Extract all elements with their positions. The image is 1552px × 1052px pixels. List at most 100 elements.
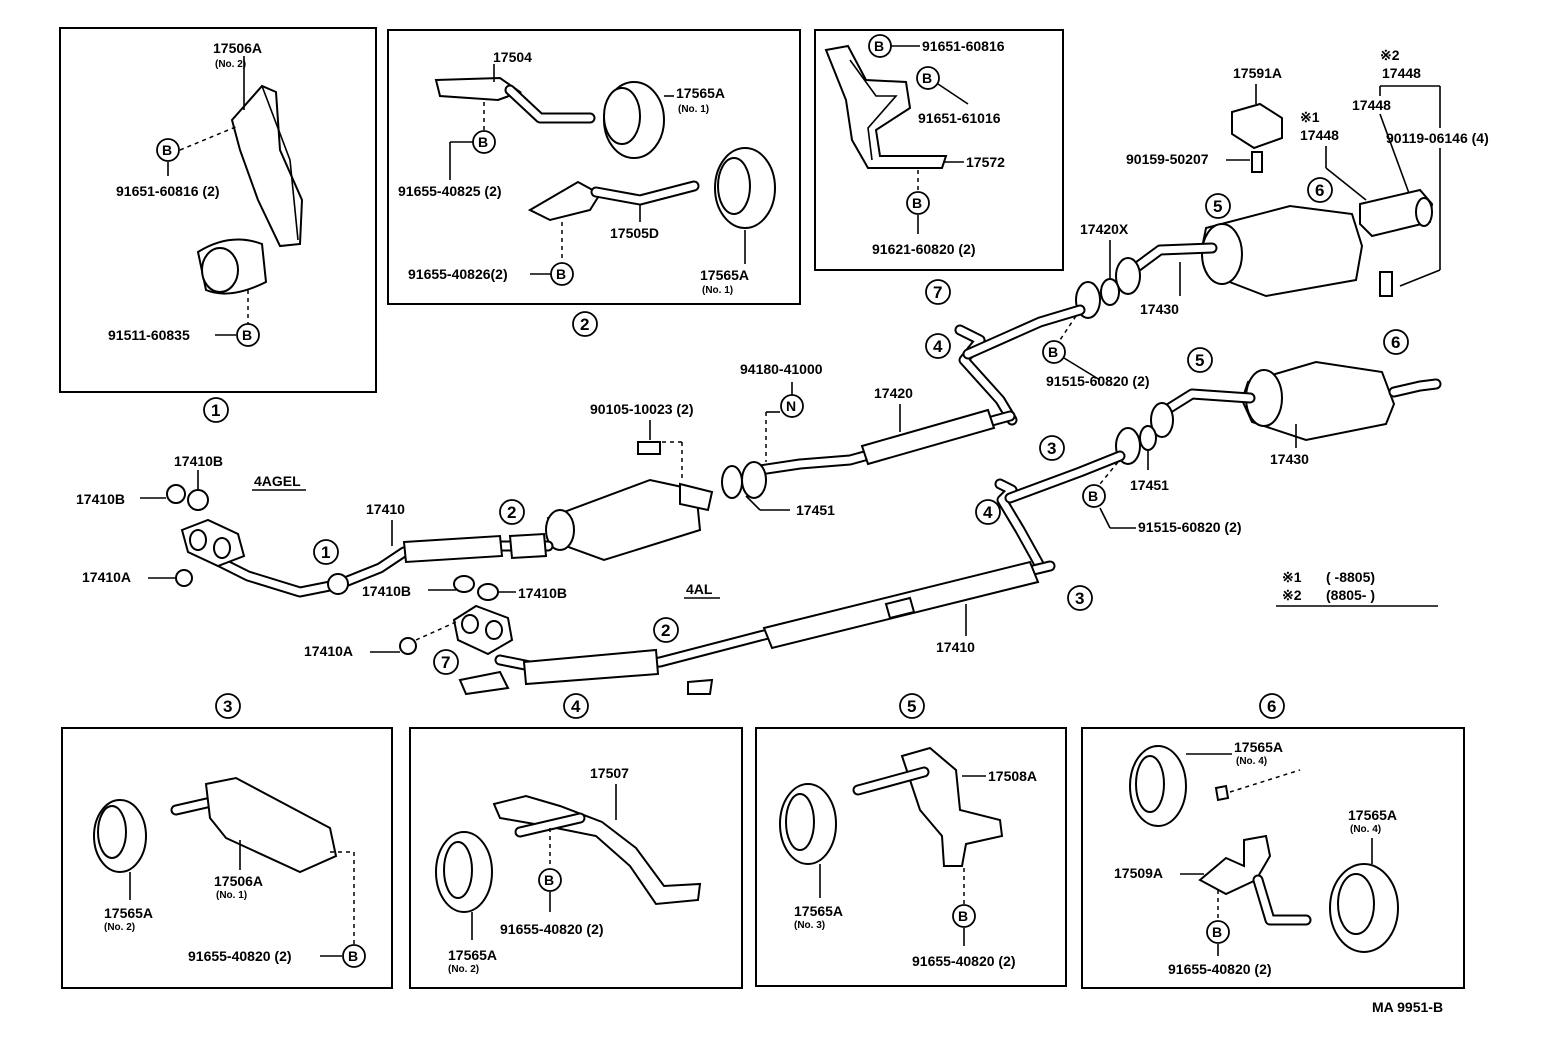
muffler-17430-mid[interactable] bbox=[1240, 360, 1396, 442]
callout-4-upper-text: 4 bbox=[933, 337, 943, 356]
label-91621-60820: 91621-60820 (2) bbox=[872, 241, 976, 257]
label-17410B-2: 17410B bbox=[76, 491, 125, 507]
callout-4-mid-text: 4 bbox=[983, 503, 993, 522]
label-17565A-no4-b: 17565A bbox=[1348, 807, 1397, 823]
label-17451-b: 17451 bbox=[1130, 477, 1169, 493]
callout-5 bbox=[899, 693, 925, 719]
symbol-b: B bbox=[958, 908, 968, 924]
bracket-17509A[interactable] bbox=[1198, 834, 1272, 896]
label-17565A-no2-box4: 17565A bbox=[448, 947, 497, 963]
callout-1-pipe bbox=[313, 539, 339, 565]
diagram-code: MA 9951-B bbox=[1372, 999, 1443, 1015]
label-17565A-no1-b-no: (No. 1) bbox=[702, 285, 733, 296]
label-91651-61016: 91651-61016 bbox=[918, 110, 1001, 126]
symbol-b: B bbox=[1048, 344, 1058, 360]
callout-2-upper-pipe bbox=[499, 499, 525, 525]
note-2-mark: ※2 bbox=[1282, 587, 1302, 603]
callout-1 bbox=[203, 397, 229, 423]
label-91655-40820-box4: 91655-40820 (2) bbox=[500, 921, 604, 937]
callout-4-mid bbox=[975, 499, 1001, 525]
callout-6-upper bbox=[1307, 177, 1333, 203]
label-17565A-no2-box3: 17565A bbox=[104, 905, 153, 921]
label-17448-c: 17448 bbox=[1300, 127, 1339, 143]
bracket-17505D[interactable] bbox=[527, 180, 602, 222]
gasket-17451-a[interactable] bbox=[721, 465, 743, 499]
note-1-text: ( -8805) bbox=[1326, 569, 1375, 585]
callout-2 bbox=[572, 311, 598, 337]
label-90159-50207: 90159-50207 bbox=[1126, 151, 1209, 167]
detail-box-6: 17565A (No. 4) 17509A B 91655-40820 (2) … bbox=[1081, 727, 1465, 989]
label-17506A-no1-no: (No. 1) bbox=[216, 890, 247, 901]
label-17591A: 17591A bbox=[1233, 65, 1282, 81]
label-91511-60835: 91511-60835 bbox=[108, 327, 190, 343]
label-17448-a: 17448 bbox=[1382, 65, 1421, 81]
note-2-text: (8805- ) bbox=[1326, 587, 1375, 603]
label-17430-upper: 17430 bbox=[1140, 301, 1179, 317]
label-91651-60816: 91651-60816 (2) bbox=[116, 183, 220, 199]
symbol-b: B bbox=[1088, 488, 1098, 504]
symbol-b: B bbox=[912, 195, 922, 211]
callout-7-text: 7 bbox=[933, 283, 942, 302]
callout-5-mid-text: 5 bbox=[1195, 351, 1204, 370]
callout-3 bbox=[215, 693, 241, 719]
callout-1-pipe-text: 1 bbox=[321, 543, 330, 562]
label-17565A-no1-a-no: (No. 1) bbox=[678, 104, 709, 115]
callout-6-upper-text: 6 bbox=[1315, 181, 1324, 200]
label-17410A-2: 17410A bbox=[304, 643, 353, 659]
label-17565A-no4-a: 17565A bbox=[1234, 739, 1283, 755]
callout-5-upper bbox=[1205, 193, 1231, 219]
gasket-17420X[interactable] bbox=[1100, 278, 1120, 306]
label-94180-41000: 94180-41000 bbox=[740, 361, 823, 377]
detail-box-1: 17506A (No. 2) B 91651-60816 (2) B 91511… bbox=[59, 27, 377, 393]
notes: ※1 ( -8805) ※2 (8805- ) bbox=[1276, 569, 1438, 607]
symbol-b: B bbox=[478, 134, 488, 150]
label-91515-60820-a: 91515-60820 (2) bbox=[1046, 373, 1150, 389]
bracket-17506A-no2[interactable] bbox=[230, 84, 304, 248]
label-17565A-no3-no: (No. 3) bbox=[794, 920, 825, 931]
callout-3-upper-text: 3 bbox=[1047, 439, 1056, 458]
label-17565A-no3: 17565A bbox=[794, 903, 843, 919]
main-exhaust-pipes: 4 3 17420 94180-41000 N 17451 90105-1002… bbox=[76, 304, 1126, 696]
label-17565A-no4-b-no: (No. 4) bbox=[1350, 824, 1381, 835]
label-17410-upper: 17410 bbox=[366, 501, 405, 517]
exhaust-manifold-flange-lower[interactable] bbox=[452, 604, 514, 656]
label-91515-60820-b: 91515-60820 (2) bbox=[1138, 519, 1242, 535]
engine-label-4agel: 4AGEL bbox=[254, 473, 301, 489]
label-91655-40826: 91655-40826(2) bbox=[408, 266, 508, 282]
mark-2: ※2 bbox=[1380, 47, 1400, 63]
callout-7-pipe bbox=[433, 649, 459, 675]
callout-3-mid bbox=[1067, 585, 1093, 611]
symbol-b: B bbox=[544, 872, 554, 888]
label-17565A-no4-a-no: (No. 4) bbox=[1236, 756, 1267, 767]
symbol-b: B bbox=[556, 266, 566, 282]
upper-right-muffler-assembly: 17591A 90159-50207 ※2 17448 17448 90119-… bbox=[1042, 47, 1489, 389]
cover-17591A[interactable] bbox=[1231, 102, 1283, 150]
label-17410-lower: 17410 bbox=[936, 639, 975, 655]
bracket-17508A[interactable] bbox=[900, 746, 1004, 867]
middle-right-muffler-assembly: 5 6 17430 17451 B 91515-60820 (2) bbox=[1082, 329, 1442, 535]
bracket-17507[interactable] bbox=[492, 794, 702, 906]
label-17508A: 17508A bbox=[988, 768, 1037, 784]
callout-6 bbox=[1259, 693, 1285, 719]
callout-6-mid bbox=[1383, 329, 1409, 355]
bracket-17506A-no1[interactable] bbox=[204, 776, 338, 874]
callout-2-text: 2 bbox=[580, 315, 589, 334]
label-17410A-1: 17410A bbox=[82, 569, 131, 585]
label-17410B-3: 17410B bbox=[362, 583, 411, 599]
callout-5-mid bbox=[1187, 347, 1213, 373]
callout-3-mid-text: 3 bbox=[1075, 589, 1084, 608]
label-17506A-no2: (No. 2) bbox=[215, 59, 246, 70]
label-17448-b: 17448 bbox=[1352, 97, 1391, 113]
gasket-17451-b[interactable] bbox=[1139, 425, 1157, 451]
callout-4 bbox=[563, 693, 589, 719]
detail-box-3: B 91655-40820 (2) 17506A (No. 1) 17565A … bbox=[61, 727, 393, 989]
label-17565A-no1-b: 17565A bbox=[700, 267, 749, 283]
callout-3-text: 3 bbox=[223, 697, 232, 716]
pipe-17410-upper[interactable] bbox=[402, 534, 504, 564]
label-91651-60816-b7: 91651-60816 bbox=[922, 38, 1005, 54]
symbol-b: B bbox=[1212, 924, 1222, 940]
mark-1: ※1 bbox=[1300, 109, 1320, 125]
label-17506A-no1: 17506A bbox=[214, 873, 263, 889]
label-17451-a: 17451 bbox=[796, 502, 835, 518]
